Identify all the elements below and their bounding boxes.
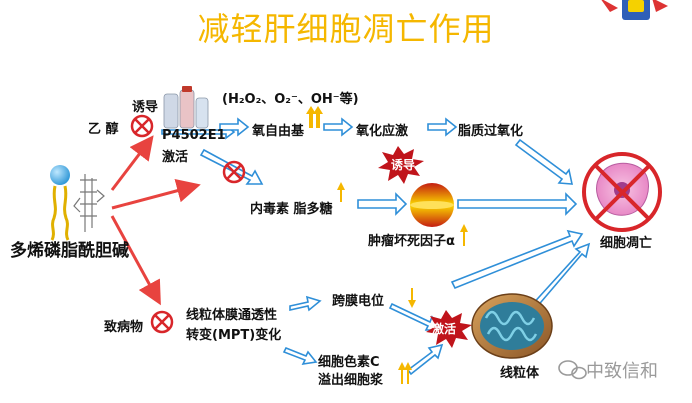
phospholipid-icon [50,165,105,241]
label-membrane-potential: 跨膜电位 [332,294,385,309]
label-cyp: P4502E1 [162,128,226,143]
blue-arrows [161,117,591,376]
label-cytochrome: 细胞色素C 溢出细胞浆 [318,355,384,388]
label-hepatocyte-apoptosis: 细胞凋亡 [600,236,653,251]
tnf-sphere-icon [410,183,454,227]
mitochondria-icon [471,293,553,359]
label-mitochondria: 线粒体 [500,366,540,381]
label-activate: 激活 [162,150,189,165]
cell-icon [582,152,662,232]
red-arrows [110,135,201,306]
mascot-icon [601,0,668,20]
label-ethanol: 乙 醇 [88,122,119,137]
label-pathogen: 致病物 [104,320,144,335]
label-mpt: 线粒体膜通透性 转变(MPT)变化 [186,308,282,343]
forbidden-icon [130,114,246,334]
label-tnf: 肿瘤坏死因子α [368,234,455,249]
wechat-logo-icon [558,360,587,380]
label-ppc: 多烯磷脂酰胆碱 [10,241,129,261]
label-free-radical: 氧自由基 [252,124,305,139]
label-oxidative-stress: 氧化应激 [356,124,409,139]
test-tubes-icon [163,86,209,129]
label-lipid-peroxidation: 脂质过氧化 [458,124,524,139]
label-ros: (H₂O₂、O₂⁻、OH⁻等) [222,92,359,107]
up-arrow-icon [306,106,468,384]
label-induce-star: 诱导 [391,158,416,172]
label-induce-top: 诱导 [132,100,159,115]
down-arrow-icon [408,288,416,308]
page-title: 减轻肝细胞凋亡作用 [197,10,495,48]
watermark-text: 中致信和 [586,361,658,382]
label-activate-star: 激活 [432,322,457,336]
label-endotoxin: 内毒素 脂多糖 [250,202,333,217]
starburst-activate [426,310,472,348]
starburst-induce [378,146,424,184]
